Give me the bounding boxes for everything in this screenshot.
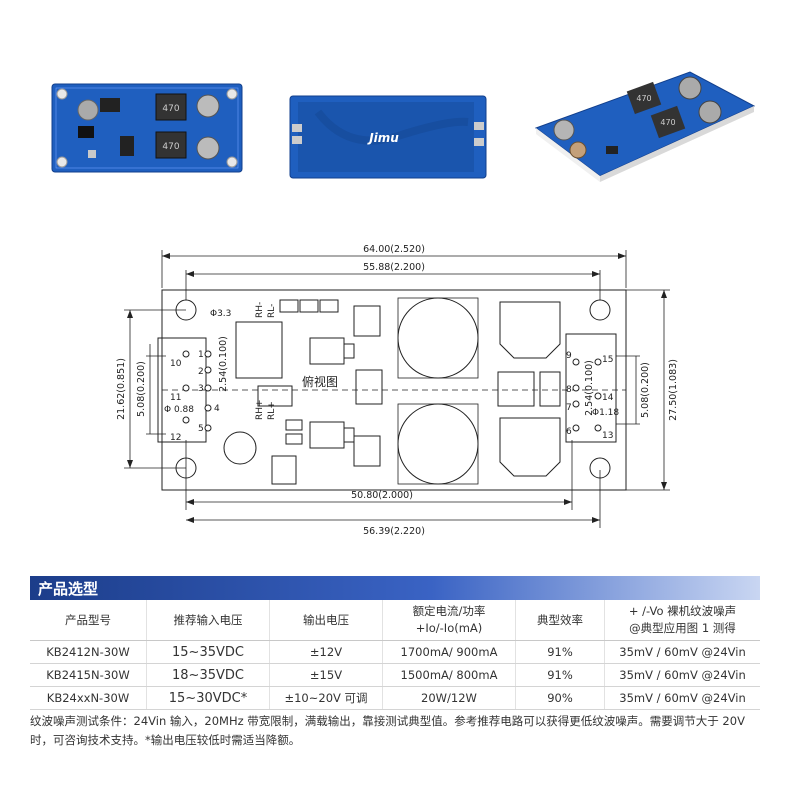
pin-label: 14 [602, 393, 614, 403]
table-row: KB2412N-30W 15~35VDC ±12V 1700mA/ 900mA … [30, 640, 760, 664]
section-header-bar [30, 576, 760, 600]
cell-model: KB2412N-30W [30, 640, 147, 664]
column-header-output-voltage: 输出电压 [269, 600, 383, 641]
silk-rl-minus: RL- [267, 304, 277, 318]
pin-label: 12 [170, 433, 181, 443]
pin-diameter-left-label: Φ 0.88 [164, 405, 194, 415]
dim-overall-width: 64.00(2.520) [363, 244, 425, 255]
pin-label: 5 [198, 424, 204, 434]
cell-rated-current: 1500mA/ 800mA [382, 663, 516, 687]
top-view-drawing: 64.00(2.520) 55.88(2.200) 50.80(2.000) 5… [116, 244, 679, 537]
photo-right-inductor-2-label: 470 [660, 118, 675, 127]
silk-rh-minus: RH- [255, 302, 265, 318]
hole-diameter-label: Φ3.3 [210, 309, 231, 319]
cell-output-voltage: ±12V [269, 640, 383, 664]
top-view-label: 俯视图 [302, 374, 338, 389]
column-header-ripple-noise: + /-Vo 裸机纹波噪声 @典型应用图 1 测得 [604, 600, 760, 641]
column-header-efficiency: 典型效率 [515, 600, 605, 641]
dim-pin-pitch-left: 2.54(0.100) [218, 336, 229, 392]
dim-hole-spacing: 55.88(2.200) [363, 262, 425, 273]
pin-label: 2 [198, 367, 204, 377]
section-title: 产品选型 [38, 580, 99, 598]
pin-label: 13 [602, 431, 613, 441]
pin-label: 8 [566, 385, 572, 395]
cell-efficiency: 91% [515, 663, 605, 687]
cell-input-voltage: 15~35VDC [146, 640, 270, 664]
pin-label: 15 [602, 355, 613, 365]
cell-efficiency: 90% [515, 686, 605, 710]
pin-diameter-right-label: Φ1.18 [592, 408, 619, 418]
cell-model: KB2415N-30W [30, 663, 147, 687]
cell-model: KB24xxN-30W [30, 686, 147, 710]
photo-left-inductor-2-label: 470 [162, 142, 179, 152]
dim-left-pitch: 5.08(0.200) [136, 361, 147, 417]
product-selection-table: 产品型号 推荐输入电压 输出电压 额定电流/功率 +Io/-Io(mA) 典型效… [30, 600, 760, 710]
product-photo-top-angle: 470 470 [51, 83, 243, 173]
dim-pin-span: 50.80(2.000) [351, 490, 413, 501]
column-header-input-voltage: 推荐输入电压 [146, 600, 270, 641]
pin-label: 7 [566, 403, 572, 413]
pin-label: 6 [566, 427, 572, 437]
photo-left-inductor-1-label: 470 [162, 104, 179, 114]
pin-label: 10 [170, 359, 182, 369]
silk-rh-plus: RH+ [255, 399, 265, 420]
dim-right-pitch: 5.08(0.200) [640, 362, 651, 418]
table-row: KB24xxN-30W 15~30VDC* ±10~20V 可调 20W/12W… [30, 686, 760, 710]
table-row: KB2415N-30W 18~35VDC ±15V 1500mA/ 800mA … [30, 663, 760, 687]
footnote: 纹波噪声测试条件：24Vin 输入，20MHz 带宽限制，满载输出，靠接测试典型… [30, 714, 745, 747]
product-photo-perspective: 470 470 [534, 71, 756, 182]
photo-brand-label: Jimu [367, 131, 399, 145]
column-header-model: 产品型号 [30, 600, 147, 641]
cell-output-voltage: ±10~20V 可调 [269, 686, 383, 710]
pin-label: 1 [198, 350, 204, 360]
table-header-row: 产品型号 推荐输入电压 输出电压 额定电流/功率 +Io/-Io(mA) 典型效… [30, 600, 760, 641]
cell-rated-current: 1700mA/ 900mA [382, 640, 516, 664]
pin-label: 9 [566, 351, 572, 361]
pin-label: 11 [170, 393, 181, 403]
cell-input-voltage: 18~35VDC [146, 663, 270, 687]
photo-right-inductor-1-label: 470 [636, 94, 651, 103]
dim-pin-pitch-right: 2.54(0.100) [584, 360, 595, 416]
cell-ripple-noise: 35mV / 60mV @24Vin [604, 686, 760, 710]
pin-label: 3 [198, 384, 204, 394]
cell-efficiency: 91% [515, 640, 605, 664]
cell-rated-current: 20W/12W [382, 686, 516, 710]
cell-output-voltage: ±15V [269, 663, 383, 687]
dim-overall-height: 27.50(1.083) [668, 359, 679, 421]
product-photo-bottom: Jimu [289, 95, 487, 179]
dim-left-height: 21.62(0.851) [116, 358, 127, 420]
cell-ripple-noise: 35mV / 60mV @24Vin [604, 640, 760, 664]
silk-rl-plus: RL+ [267, 401, 277, 420]
dim-pin-outer: 56.39(2.220) [363, 526, 425, 537]
column-header-rated-current: 额定电流/功率 +Io/-Io(mA) [382, 600, 516, 641]
cell-input-voltage: 15~30VDC* [146, 686, 270, 710]
cell-ripple-noise: 35mV / 60mV @24Vin [604, 663, 760, 687]
pin-label: 4 [214, 404, 220, 414]
